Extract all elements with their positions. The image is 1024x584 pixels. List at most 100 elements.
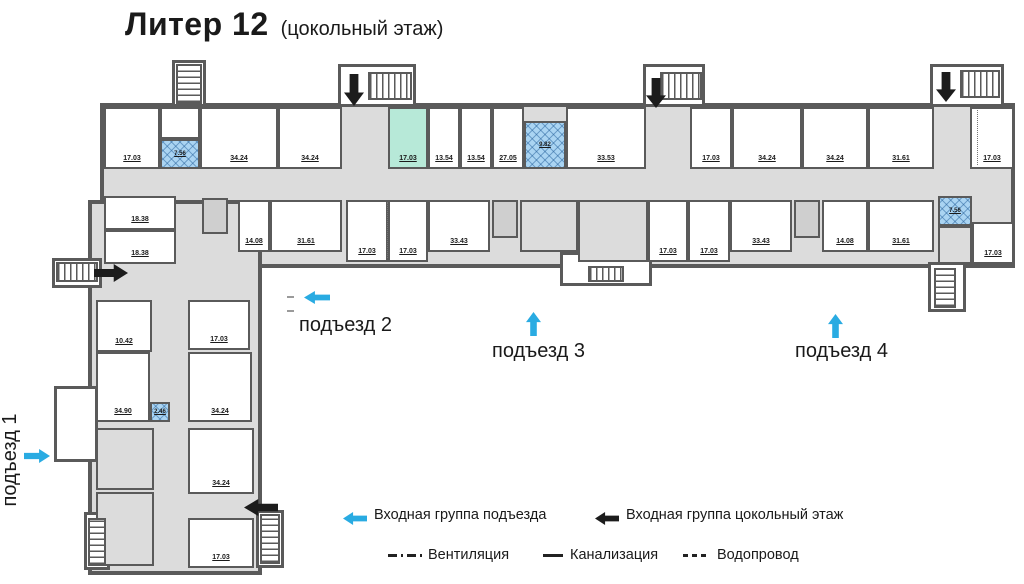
room-area: 34.24 [826,155,844,162]
room-area: 17.03 [659,248,677,255]
room: 17.03 [188,300,250,350]
room-area: 13.54 [435,155,453,162]
room: 17.03 [388,200,428,262]
room-area: 33.53 [597,155,615,162]
service-room [96,428,154,490]
legend-basement-label: Входная группа цокольный этаж [626,507,844,523]
room-area: 17.03 [210,336,228,343]
legend-ventilation-line-icon [388,554,422,557]
room-area: 17.03 [399,248,417,255]
room [160,107,200,139]
room: 34.24 [200,107,278,169]
room-area: 13.54 [467,155,485,162]
room-area: 2.46 [154,409,166,415]
room: 34.24 [802,107,868,169]
room-area: 34.24 [211,408,229,415]
room-area: 14.08 [836,238,854,245]
room: 14.08 [822,200,868,252]
room: 10.42 [96,300,152,352]
legend-sewerage-line-icon [543,554,563,557]
porch-entrance-arrow [828,314,843,338]
room-area: 27.05 [499,155,517,162]
room-area: 18.38 [131,250,149,257]
room-area: 7.56 [949,208,961,214]
wet-room: 2.46 [150,402,170,422]
entrance-label-1: подъезд 1 [0,413,21,507]
legend-water-label: Водопровод [717,547,799,563]
room: 31.61 [270,200,342,252]
accent-room: 17.03 [388,107,428,169]
room-area: 34.24 [230,155,248,162]
room-area: 34.24 [758,155,776,162]
staircase [88,518,106,566]
room-area: 31.61 [892,155,910,162]
room-area: 17.03 [702,155,720,162]
room-area: 34.90 [114,408,132,415]
wet-room: 7.56 [938,196,972,226]
room: 13.54 [460,107,492,169]
room: 34.90 [96,352,150,422]
wet-room: 9.82 [524,121,566,169]
tick-mark [287,296,294,298]
room-area: 17.03 [399,155,417,162]
room: 17.03 [688,200,730,262]
service-room [938,226,972,264]
room: 33.43 [730,200,792,252]
room: 13.54 [428,107,460,169]
room-area: 17.03 [212,554,230,561]
room: 34.24 [278,107,342,169]
room: 17.03 [972,222,1014,264]
room-area: 18.38 [131,216,149,223]
staircase [660,72,702,100]
elevator-shaft [202,198,228,234]
entrance-label-4: подъезд 4 [795,340,889,362]
room: 18.38 [104,196,176,230]
room-area: 17.03 [358,248,376,255]
room: 33.43 [428,200,490,252]
room-area: 10.42 [115,338,133,345]
elevator-shaft [492,200,518,238]
utility-line [387,202,388,258]
staircase [588,266,624,282]
entrance-label-2: подъезд 2 [299,314,393,336]
room: 17.03 [346,200,388,262]
room-area: 17.03 [984,250,1002,257]
legend-porch-label: Входная группа подъезда [374,507,547,523]
room: 17.03 [648,200,688,262]
legend-sewerage-label: Канализация [570,547,659,563]
staircase [960,70,1000,98]
service-room [578,200,648,262]
entrance-label-3: подъезд 3 [492,340,586,362]
utility-line [977,110,978,165]
room: 18.38 [104,230,176,264]
room: 34.24 [188,428,254,494]
porch-entrance-arrow [24,449,50,463]
room-area: 33.43 [450,238,468,245]
plan-subtitle: (цокольный этаж) [280,18,444,40]
staircase [176,64,202,104]
annex [54,386,98,462]
room-area: 17.03 [983,155,1001,162]
plan-title: Литер 12 [125,6,269,42]
room-area: 17.03 [700,248,718,255]
room: 31.61 [868,107,934,169]
room-area: 33.43 [752,238,770,245]
staircase [934,268,956,308]
service-room [520,200,578,252]
porch-entrance-arrow [304,291,330,304]
room: 34.24 [732,107,802,169]
room: 31.61 [868,200,934,252]
room-area: 34.24 [301,155,319,162]
room-area: 9.82 [539,142,551,148]
room: 17.03 [188,518,254,568]
porch-entrance-arrow [526,312,541,336]
wet-room: 7.56 [160,139,200,169]
room-area: 14.08 [245,238,263,245]
room: 27.05 [492,107,524,169]
room: 33.53 [566,107,646,169]
room: 14.08 [238,200,270,252]
room: 34.24 [188,352,252,422]
staircase [368,72,412,100]
staircase [260,514,280,564]
